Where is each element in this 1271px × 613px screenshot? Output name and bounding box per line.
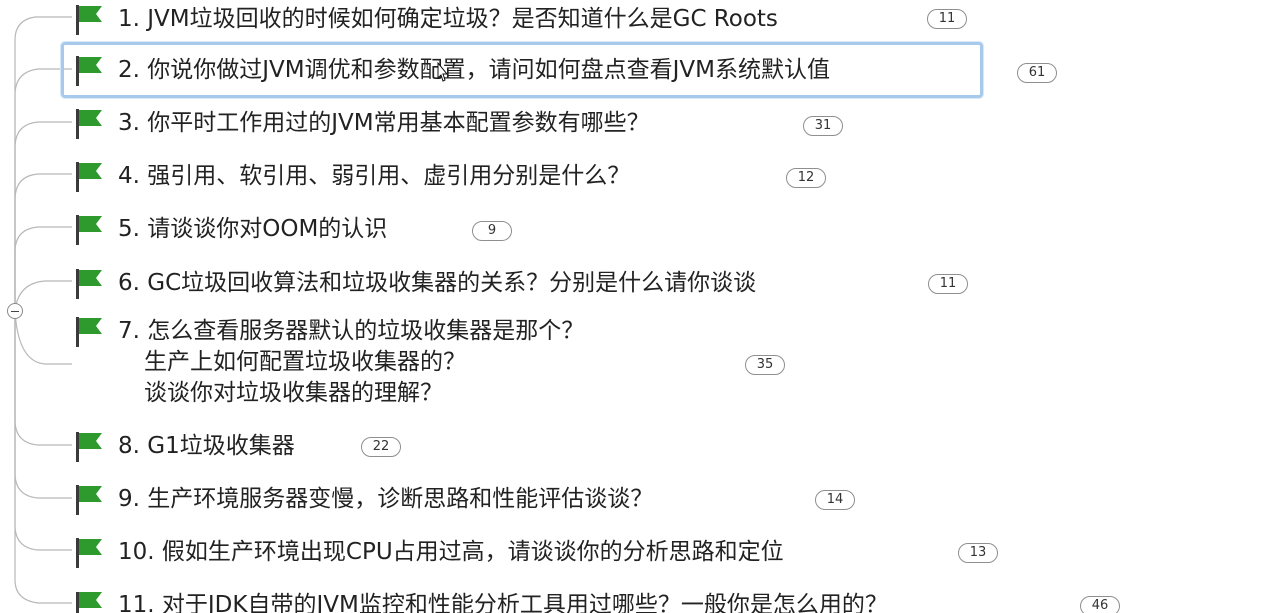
node-label: 2. 你说你做过JVM调优和参数配置，请问如何盘点查看JVM系统默认值 [118,57,830,83]
green-flag-icon [76,56,102,86]
count-badge[interactable]: 22 [361,437,401,457]
green-flag-icon [76,5,102,35]
count-badge[interactable]: 13 [958,543,998,563]
mindmap-node-5[interactable]: 5. 请谈谈你对OOM的认识 9 [72,214,522,246]
mindmap-node-8[interactable]: 8. G1垃圾收集器 22 [72,431,412,463]
count-badge[interactable]: 31 [803,116,843,136]
node-label: 3. 你平时工作用过的JVM常用基本配置参数有哪些？ [118,110,650,136]
node-label-line-2: 生产上如何配置垃圾收集器的？ [144,349,466,375]
node-label: 8. G1垃圾收集器 [118,433,295,459]
count-badge[interactable]: 35 [745,355,785,375]
green-flag-icon [76,109,102,139]
mindmap-node-1[interactable]: 1. JVM垃圾回收的时候如何确定垃圾？是否知道什么是GC Roots 11 [72,4,972,36]
count-badge[interactable]: 9 [472,221,512,241]
viewport-bottom-clip: 11. 对于JDK自带的JVM监控和性能分析工具用过哪些？一般你是怎么用的？ 4… [0,592,1271,613]
mindmap-node-9[interactable]: 9. 生产环境服务器变慢，诊断思路和性能评估谈谈？ 14 [72,484,862,516]
node-label: 9. 生产环境服务器变慢，诊断思路和性能评估谈谈？ [118,486,654,512]
node-label: 10. 假如生产环境出现CPU占用过高，请谈谈你的分析思路和定位 [118,539,784,565]
node-label: 6. GC垃圾回收算法和垃圾收集器的关系？分别是什么请你谈谈 [118,270,757,296]
node-label-line-3: 谈谈你对垃圾收集器的理解？ [144,380,443,406]
count-badge[interactable]: 11 [928,274,968,294]
green-flag-icon [76,215,102,245]
count-badge[interactable]: 12 [786,168,826,188]
green-flag-icon [76,432,102,462]
green-flag-icon [76,269,102,299]
mindmap-node-2[interactable]: 2. 你说你做过JVM调优和参数配置，请问如何盘点查看JVM系统默认值 61 [72,55,1062,87]
selected-node-frame [61,42,983,98]
count-badge[interactable]: 46 [1080,596,1120,613]
green-flag-icon [76,485,102,515]
count-badge[interactable]: 14 [815,490,855,510]
node-label: 4. 强引用、软引用、弱引用、虚引用分别是什么？ [118,163,631,189]
mindmap-node-10[interactable]: 10. 假如生产环境出现CPU占用过高，请谈谈你的分析思路和定位 13 [72,537,1002,569]
text-cursor-icon [437,62,447,82]
mindmap-node-7[interactable]: 7. 怎么查看服务器默认的垃圾收集器是那个？ 生产上如何配置垃圾收集器的？ 谈谈… [72,316,792,412]
green-flag-icon [76,162,102,192]
mindmap-node-6[interactable]: 6. GC垃圾回收算法和垃圾收集器的关系？分别是什么请你谈谈 11 [72,268,972,300]
node-label-line-1: 7. 怎么查看服务器默认的垃圾收集器是那个？ [118,318,585,344]
green-flag-icon [76,592,102,613]
mindmap-node-11[interactable]: 11. 对于JDK自带的JVM监控和性能分析工具用过哪些？一般你是怎么用的？ 4… [72,592,1202,613]
count-badge[interactable]: 11 [927,9,967,29]
node-label: 5. 请谈谈你对OOM的认识 [118,216,388,242]
count-badge[interactable]: 61 [1017,63,1057,83]
green-flag-icon [76,538,102,568]
collapse-minus-icon[interactable] [7,303,23,319]
node-label: 11. 对于JDK自带的JVM监控和性能分析工具用过哪些？一般你是怎么用的？ [118,592,888,613]
green-flag-icon [76,317,102,347]
node-label: 1. JVM垃圾回收的时候如何确定垃圾？是否知道什么是GC Roots [118,6,778,32]
mindmap-node-3[interactable]: 3. 你平时工作用过的JVM常用基本配置参数有哪些？ 31 [72,108,852,140]
mindmap-node-4[interactable]: 4. 强引用、软引用、弱引用、虚引用分别是什么？ 12 [72,161,832,193]
